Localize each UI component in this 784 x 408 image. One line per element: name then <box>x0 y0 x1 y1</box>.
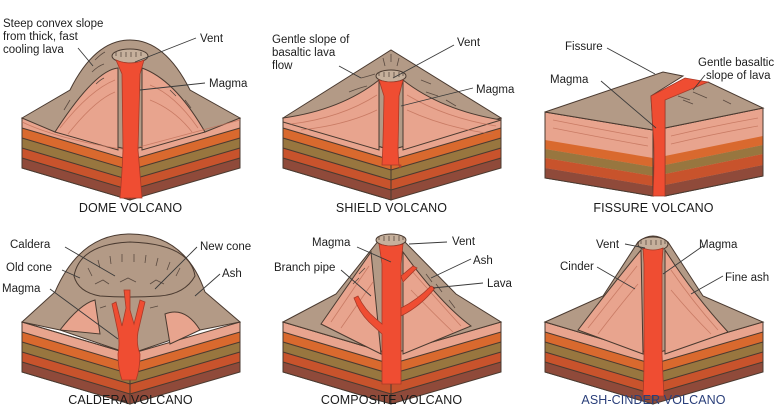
panel-dome-volcano: Steep convex slope from thick, fast cool… <box>0 0 261 215</box>
fissure-slope-label-line2: slope of lava <box>706 70 771 82</box>
fissure-magma <box>650 77 710 197</box>
dome-magma-label: Magma <box>209 78 248 90</box>
shield-slope-label-line3: flow <box>272 60 293 72</box>
dome-slope-label-line1: Steep convex slope <box>3 18 103 30</box>
caldera-volcano-title: CALDERA VOLCANO <box>68 393 193 407</box>
shield-magma <box>378 79 404 169</box>
ash-cinder-magma-label: Magma <box>699 239 738 251</box>
composite-vent-label: Vent <box>452 236 476 248</box>
caldera-magma <box>111 289 146 381</box>
dome-vent-label: Vent <box>200 33 224 45</box>
composite-magma-label: Magma <box>312 237 351 249</box>
fissure-label: Fissure <box>565 41 603 53</box>
ash-cinder-volcano-illustration: Vent Cinder Magma Fine ash <box>543 235 769 405</box>
ash-cinder-volcano-title: ASH-CINDER VOLCANO <box>581 393 726 407</box>
shield-magma-label: Magma <box>476 84 515 96</box>
panel-composite-volcano: Magma Branch pipe Vent Ash Lava COMPOSIT… <box>261 204 522 408</box>
panel-caldera-volcano: Caldera Old cone Magma New cone Ash CALD… <box>0 204 261 408</box>
panel-fissure-volcano: Fissure Magma Gentle basaltic slope of l… <box>523 0 784 215</box>
composite-volcano-title: COMPOSITE VOLCANO <box>320 393 463 407</box>
dome-slope-label-line3: cooling lava <box>3 44 64 56</box>
fissure-magma-label: Magma <box>550 74 589 86</box>
panel-ash-cinder-volcano: Vent Cinder Magma Fine ash ASH-CINDER VO… <box>523 204 784 408</box>
caldera-new-cone-label: New cone <box>200 241 251 253</box>
ash-cinder-fine-ash-label: Fine ash <box>725 272 769 284</box>
caldera-old-cone-label: Old cone <box>6 262 52 274</box>
ash-cinder-magma <box>642 247 665 397</box>
caldera-ash-label: Ash <box>222 268 242 280</box>
shield-slope-label-line2: basaltic lava <box>272 47 336 59</box>
dome-magma <box>115 59 145 199</box>
caldera-magma-label: Magma <box>2 283 41 295</box>
composite-branch-pipe-label: Branch pipe <box>274 262 335 274</box>
shield-slope-label-line1: Gentle slope of <box>272 34 350 46</box>
composite-lava-label: Lava <box>487 278 513 290</box>
composite-magma <box>353 243 404 385</box>
ash-cinder-cinder-label: Cinder <box>560 261 594 273</box>
panel-shield-volcano: Gentle slope of basaltic lava flow Vent … <box>261 0 522 215</box>
composite-ash-label: Ash <box>473 255 493 267</box>
shield-volcano-title: SHIELD VOLCANO <box>335 201 448 215</box>
fissure-volcano-title: FISSURE VOLCANO <box>593 201 714 215</box>
dome-volcano-illustration: Steep convex slope from thick, fast cool… <box>3 18 248 201</box>
shield-vent-label: Vent <box>457 37 481 49</box>
caldera-label: Caldera <box>10 239 51 251</box>
dome-volcano-title: DOME VOLCANO <box>78 201 183 215</box>
caldera-volcano-illustration: Caldera Old cone Magma New cone Ash <box>2 233 251 405</box>
ash-cinder-vent-label: Vent <box>596 239 620 251</box>
fissure-slope-label-line1: Gentle basaltic <box>698 57 774 69</box>
composite-volcano-illustration: Magma Branch pipe Vent Ash Lava <box>274 233 513 405</box>
shield-volcano-illustration: Gentle slope of basaltic lava flow Vent … <box>272 34 515 201</box>
dome-slope-label-line2: from thick, fast <box>3 31 79 43</box>
fissure-volcano-illustration: Fissure Magma Gentle basaltic slope of l… <box>544 41 774 197</box>
